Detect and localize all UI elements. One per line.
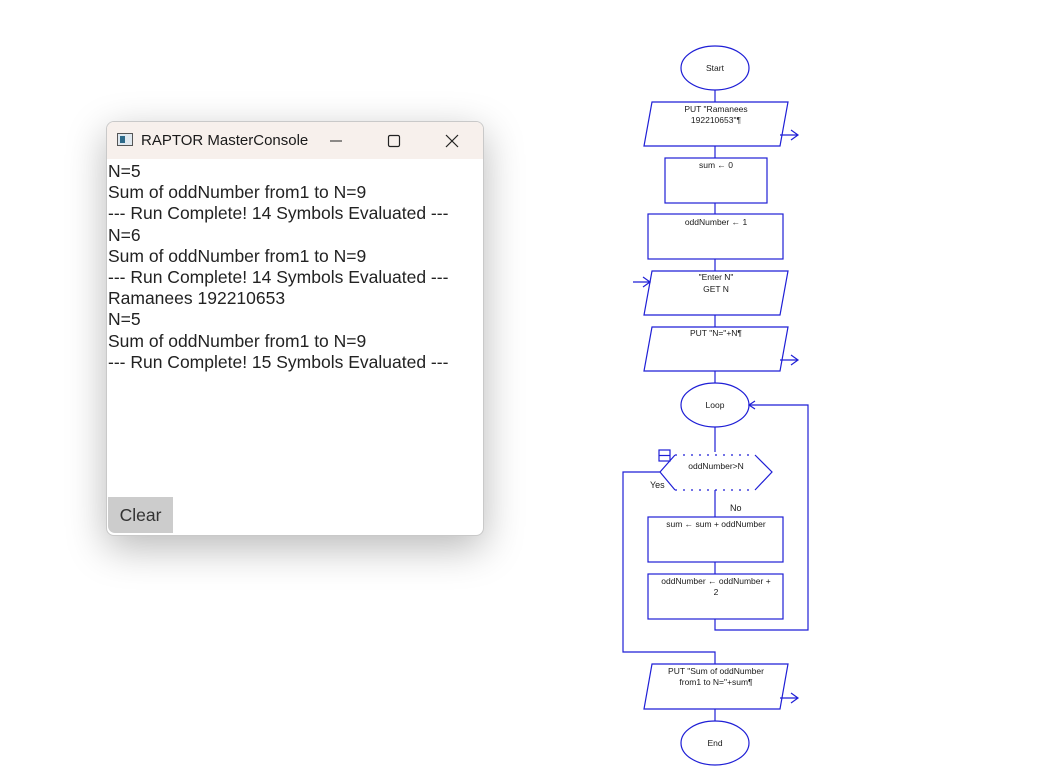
put-sum-line2: from1 to N="+sum¶ xyxy=(679,677,753,687)
clear-button[interactable]: Clear xyxy=(108,497,173,533)
output-line: Ramanees 192210653 xyxy=(108,288,286,309)
odd-update-line2: 2 xyxy=(714,587,719,597)
output-line: Sum of oddNumber from1 to N=9 xyxy=(108,330,367,351)
start-oval[interactable]: Start xyxy=(680,45,750,91)
assign-odd-box[interactable]: oddNumber ← 1 xyxy=(647,213,784,260)
collapse-icon[interactable] xyxy=(658,449,671,462)
minimize-icon xyxy=(330,140,342,142)
odd-update-box[interactable]: oddNumber ← oddNumber + 2 xyxy=(647,573,784,620)
end-label: End xyxy=(707,738,722,748)
output-line: N=6 xyxy=(108,224,141,245)
output-symbol-name[interactable]: PUT "Ramanees 192210653"¶ xyxy=(643,101,800,147)
put-name-line1: PUT "Ramanees xyxy=(684,104,747,114)
output-line: --- Run Complete! 14 Symbols Evaluated -… xyxy=(108,203,449,224)
close-icon xyxy=(445,134,459,148)
output-line: Sum of oddNumber from1 to N=9 xyxy=(108,245,367,266)
assign-odd-label: oddNumber ← 1 xyxy=(685,217,748,227)
yes-label: Yes xyxy=(650,480,665,490)
close-button[interactable] xyxy=(429,122,475,159)
input-arrow-icon xyxy=(633,276,652,288)
output-arrow-icon xyxy=(780,692,800,704)
loop-back-path xyxy=(714,404,809,631)
assign-sum-box[interactable]: sum ← 0 xyxy=(664,157,768,204)
loop-oval[interactable]: Loop xyxy=(680,382,750,428)
output-arrow-icon xyxy=(780,129,800,141)
get-n-label: GET N xyxy=(703,284,729,294)
yes-path xyxy=(622,471,716,664)
input-symbol-n[interactable]: "Enter N" GET N xyxy=(633,270,789,316)
raptor-console-window: RAPTOR MasterConsole N=5 Sum of oddNumbe… xyxy=(106,121,484,536)
assign-sum-label: sum ← 0 xyxy=(699,160,733,170)
sum-update-box[interactable]: sum ← sum + oddNumber xyxy=(647,516,784,563)
output-line: --- Run Complete! 15 Symbols Evaluated -… xyxy=(108,351,449,372)
start-label: Start xyxy=(706,63,725,73)
minimize-button[interactable] xyxy=(313,122,359,159)
app-icon xyxy=(117,133,133,146)
put-sum-line1: PUT "Sum of oddNumber xyxy=(668,666,764,676)
maximize-icon xyxy=(387,134,401,148)
output-line: N=5 xyxy=(108,309,141,330)
arrow-head-icon xyxy=(747,400,756,410)
get-n-prompt: "Enter N" xyxy=(699,272,734,282)
output-symbol-n[interactable]: PUT "N="+N¶ xyxy=(643,326,800,372)
odd-update-line1: oddNumber ← oddNumber + xyxy=(661,576,770,586)
end-oval[interactable]: End xyxy=(680,720,750,766)
window-title: RAPTOR MasterConsole xyxy=(141,132,309,149)
output-line: N=5 xyxy=(108,161,141,181)
output-line: --- Run Complete! 14 Symbols Evaluated -… xyxy=(108,267,449,288)
loop-label: Loop xyxy=(706,400,725,410)
condition-label: oddNumber>N xyxy=(688,461,744,471)
no-label: No xyxy=(730,503,742,513)
maximize-button[interactable] xyxy=(371,122,417,159)
output-line: Sum of oddNumber from1 to N=9 xyxy=(108,182,367,203)
title-bar[interactable]: RAPTOR MasterConsole xyxy=(107,122,483,159)
sum-update-label: sum ← sum + oddNumber xyxy=(666,519,766,529)
put-n-label: PUT "N="+N¶ xyxy=(690,328,742,338)
output-arrow-icon xyxy=(780,354,800,366)
output-symbol-sum[interactable]: PUT "Sum of oddNumber from1 to N="+sum¶ xyxy=(643,663,800,710)
put-name-line2: 192210653"¶ xyxy=(691,115,742,125)
decision-diamond[interactable]: oddNumber>N xyxy=(658,449,773,491)
console-output[interactable]: N=5 Sum of oddNumber from1 to N=9 --- Ru… xyxy=(108,161,480,373)
